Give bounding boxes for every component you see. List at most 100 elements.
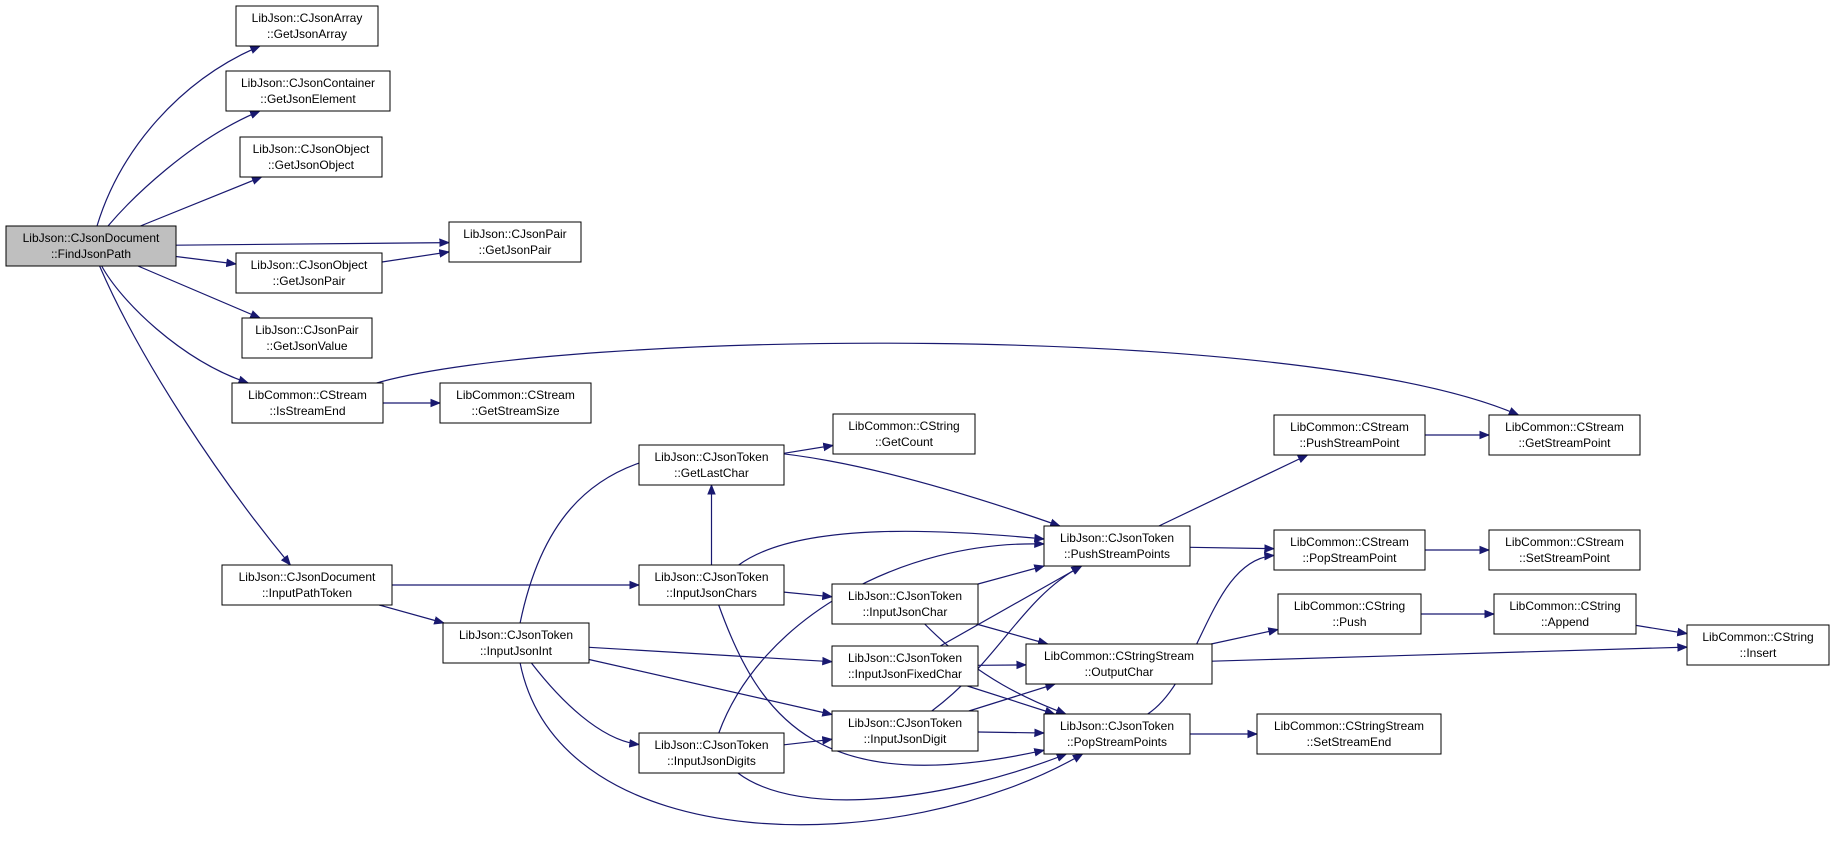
- node-ipt[interactable]: LibJson::CJsonDocument::InputPathToken: [221, 564, 393, 606]
- node-label-line1: LibJson::CJsonPair: [255, 323, 358, 337]
- node-iji[interactable]: LibJson::CJsonToken::InputJsonInt: [442, 622, 590, 664]
- edge-root-to-pairget: [175, 238, 451, 248]
- node-box: [1025, 643, 1213, 685]
- node-ijdigit[interactable]: LibJson::CJsonToken::InputJsonDigit: [831, 710, 979, 752]
- edge-root-to-objpair: [175, 255, 238, 268]
- node-label-line1: LibJson::CJsonArray: [252, 11, 363, 25]
- node-isend[interactable]: LibCommon::CStream::IsStreamEnd: [231, 382, 384, 424]
- node-objget[interactable]: LibJson::CJsonObject::GetJsonObject: [239, 136, 383, 178]
- node-box: [832, 413, 976, 455]
- node-box: [448, 221, 582, 263]
- node-label-line1: LibJson::CJsonToken: [654, 570, 768, 584]
- node-label-line1: LibCommon::CStream: [1505, 535, 1624, 549]
- node-label-line2: ::GetStreamPoint: [1518, 436, 1611, 450]
- nodes: LibJson::CJsonDocument::FindJsonPathLibJ…: [5, 5, 1830, 774]
- node-arr[interactable]: LibJson::CJsonArray::GetJsonArray: [235, 5, 379, 47]
- edge-iji-to-ijfc: [588, 646, 834, 666]
- node-label-line1: LibJson::CJsonToken: [848, 716, 962, 730]
- edge-isend-to-gsp: [376, 342, 1520, 416]
- node-box: [442, 622, 590, 664]
- edge-ijfc-to-pushsps: [940, 565, 1083, 647]
- node-label-line2: ::PushStreamPoints: [1064, 547, 1170, 561]
- node-ijchar[interactable]: LibJson::CJsonToken::InputJsonChar: [831, 583, 979, 625]
- edge-append-to-insert: [1635, 624, 1689, 637]
- node-box: [1488, 414, 1641, 456]
- node-label-line1: LibCommon::CStringStream: [1274, 719, 1424, 733]
- node-label-line2: ::PushStreamPoint: [1299, 436, 1400, 450]
- node-label-line2: ::OutputChar: [1085, 665, 1154, 679]
- edge-glc-to-gcount: [783, 442, 835, 454]
- node-label-line2: ::GetJsonElement: [260, 92, 356, 106]
- node-ijfc[interactable]: LibJson::CJsonToken::InputJsonFixedChar: [831, 645, 979, 687]
- node-label-line2: ::GetStreamSize: [471, 404, 559, 418]
- node-box: [231, 382, 384, 424]
- edge-iji-to-pushsps: [519, 449, 1061, 624]
- node-label-line2: ::InputJsonChar: [863, 605, 948, 619]
- node-label-line2: ::FindJsonPath: [51, 247, 131, 261]
- node-pushsp[interactable]: LibCommon::CStream::PushStreamPoint: [1273, 414, 1426, 456]
- node-label-line1: LibJson::CJsonToken: [1060, 719, 1174, 733]
- node-label-line1: LibJson::CJsonToken: [848, 589, 962, 603]
- node-label-line2: ::SetStreamEnd: [1307, 735, 1392, 749]
- edge-ijchar-to-pushsps: [977, 564, 1046, 585]
- edge-objpair-to-pairget: [381, 249, 451, 263]
- node-box: [831, 710, 979, 752]
- node-label-line1: LibCommon::CStream: [1290, 535, 1409, 549]
- node-setend[interactable]: LibCommon::CStringStream::SetStreamEnd: [1256, 713, 1442, 755]
- node-pairval[interactable]: LibJson::CJsonPair::GetJsonValue: [241, 317, 373, 359]
- edge-iji-to-popsps: [519, 662, 1084, 826]
- edge-outchar-to-insert: [1211, 643, 1689, 662]
- node-cont[interactable]: LibJson::CJsonContainer::GetJsonElement: [225, 70, 391, 112]
- edge-root-to-objget: [140, 176, 263, 227]
- node-label-line2: ::PopStreamPoint: [1302, 551, 1397, 565]
- edge-ijdigit-to-pushsps: [931, 565, 1083, 712]
- node-insert[interactable]: LibCommon::CString::Insert: [1686, 624, 1830, 666]
- node-append[interactable]: LibCommon::CString::Append: [1493, 593, 1637, 635]
- node-label-line1: LibCommon::CString: [1509, 599, 1620, 613]
- edge-root-to-isend: [101, 265, 250, 384]
- edge-pushsps-to-popsp: [1189, 544, 1276, 553]
- node-label-line1: LibJson::CJsonToken: [459, 628, 573, 642]
- node-gsp[interactable]: LibCommon::CStream::GetStreamPoint: [1488, 414, 1641, 456]
- node-outchar[interactable]: LibCommon::CStringStream::OutputChar: [1025, 643, 1213, 685]
- edge-ijdigits-to-popsps: [737, 753, 1068, 801]
- node-label-line2: ::InputJsonInt: [480, 644, 553, 658]
- edge-ijchar-to-outchar: [976, 623, 1049, 646]
- node-ssize[interactable]: LibCommon::CStream::GetStreamSize: [439, 382, 592, 424]
- node-label-line2: ::GetLastChar: [674, 466, 749, 480]
- node-label-line1: LibJson::CJsonToken: [1060, 531, 1174, 545]
- node-box: [239, 136, 383, 178]
- node-label-line2: ::Push: [1332, 615, 1366, 629]
- node-label-line1: LibCommon::CString: [1294, 599, 1405, 613]
- node-box: [235, 5, 379, 47]
- edge-ijdigits-to-ijdigit: [783, 736, 834, 746]
- node-box: [831, 583, 979, 625]
- node-pushsps[interactable]: LibJson::CJsonToken::PushStreamPoints: [1043, 525, 1191, 567]
- node-root[interactable]: LibJson::CJsonDocument::FindJsonPath: [5, 225, 177, 267]
- node-glc[interactable]: LibJson::CJsonToken::GetLastChar: [638, 444, 785, 486]
- node-label-line1: LibJson::CJsonDocument: [23, 231, 160, 245]
- node-gcount[interactable]: LibCommon::CString::GetCount: [832, 413, 976, 455]
- node-label-line1: LibJson::CJsonToken: [848, 651, 962, 665]
- node-ijdigits[interactable]: LibJson::CJsonToken::InputJsonDigits: [638, 732, 785, 774]
- node-popsp[interactable]: LibCommon::CStream::PopStreamPoint: [1273, 529, 1426, 571]
- node-box: [1043, 525, 1191, 567]
- edge-iji-to-ijdigits: [530, 662, 641, 748]
- node-setsp[interactable]: LibCommon::CStream::SetStreamPoint: [1488, 529, 1641, 571]
- node-pairget[interactable]: LibJson::CJsonPair::GetJsonPair: [448, 221, 582, 263]
- node-push[interactable]: LibCommon::CString::Push: [1277, 593, 1422, 635]
- edge-iji-to-ijdigit: [588, 658, 834, 717]
- node-ijchars[interactable]: LibJson::CJsonToken::InputJsonChars: [638, 564, 785, 606]
- edge-pushsps-to-pushsp: [1158, 454, 1309, 527]
- node-label-line1: LibCommon::CString: [848, 419, 959, 433]
- node-objpair[interactable]: LibJson::CJsonObject::GetJsonPair: [235, 252, 383, 294]
- edge-root-to-pairval: [137, 265, 261, 319]
- node-label-line2: ::IsStreamEnd: [269, 404, 345, 418]
- node-box: [439, 382, 592, 424]
- node-label-line2: ::PopStreamPoints: [1067, 735, 1167, 749]
- node-box: [1277, 593, 1422, 635]
- edge-root-to-cont: [107, 110, 261, 227]
- edge-ijfc-to-popsps: [967, 685, 1056, 716]
- node-popsps[interactable]: LibJson::CJsonToken::PopStreamPoints: [1043, 713, 1191, 755]
- node-label-line1: LibCommon::CString: [1702, 630, 1813, 644]
